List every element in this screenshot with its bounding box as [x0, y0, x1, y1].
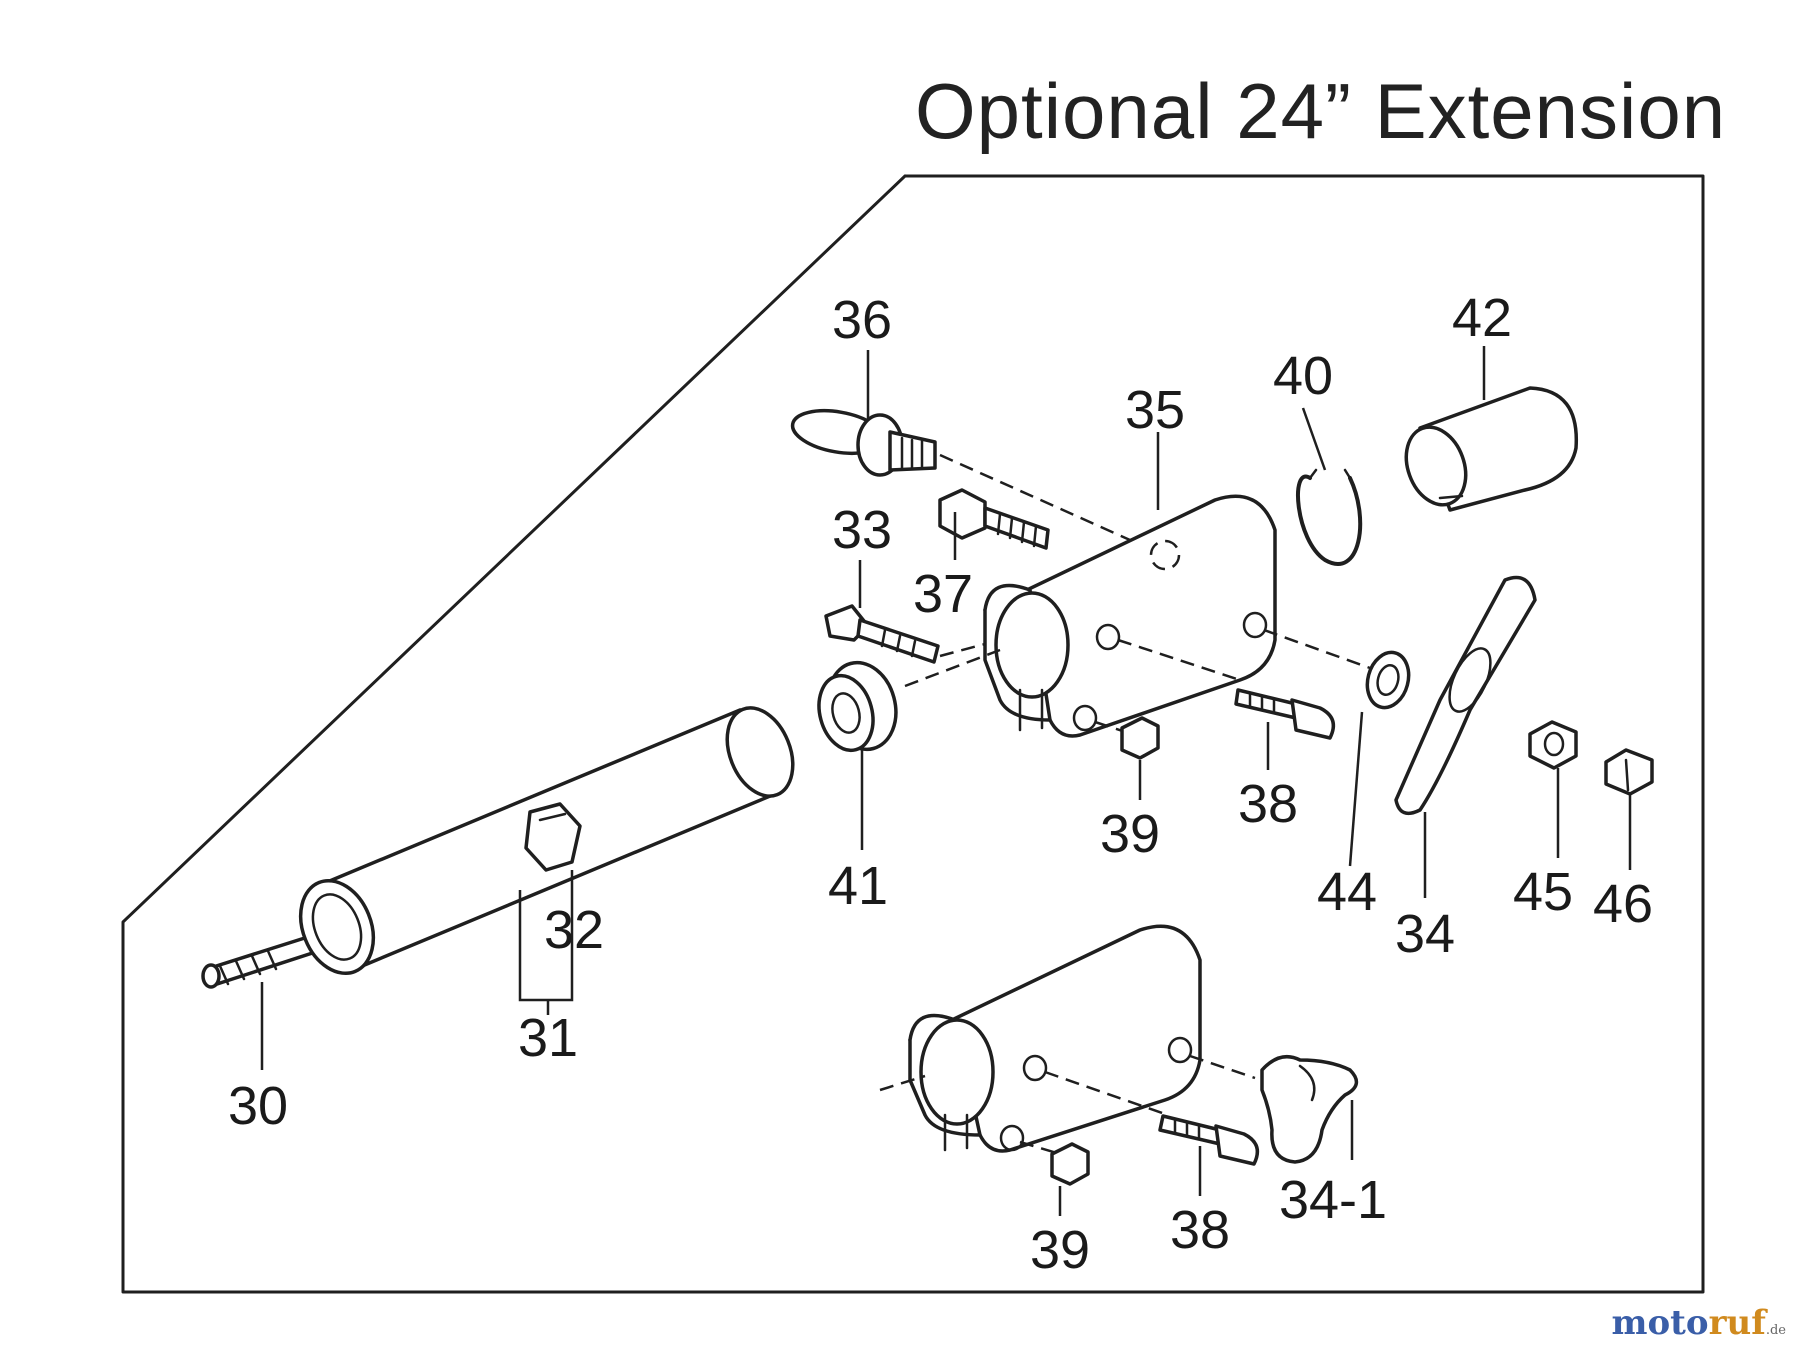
clamp-housing-alt — [879, 924, 1256, 1156]
thumb-screw-33 — [824, 604, 1001, 664]
washer-44 — [1365, 650, 1411, 710]
label-36: 36 — [832, 290, 892, 350]
wing-lever-34 — [1394, 575, 1537, 816]
nut-39-lower — [1050, 1142, 1090, 1186]
label-45: 45 — [1513, 862, 1573, 922]
diagram-frame — [121, 174, 1705, 1294]
leader-lines — [260, 346, 1632, 1216]
nut-39-upper — [1120, 716, 1160, 760]
label-42: 42 — [1452, 288, 1512, 348]
nut-45 — [1528, 720, 1578, 770]
watermark-brand-a: moto — [1611, 1303, 1709, 1343]
label-32: 32 — [544, 900, 604, 960]
screw-38-upper — [1234, 688, 1336, 740]
label-44: 44 — [1317, 862, 1377, 922]
label-39-lower: 39 — [1030, 1220, 1090, 1280]
label-38-lower: 38 — [1170, 1200, 1230, 1260]
label-35: 35 — [1125, 380, 1185, 440]
label-30: 30 — [228, 1076, 288, 1136]
clamp-housing-35 — [904, 494, 1371, 738]
star-knob-34-1 — [1260, 1054, 1359, 1164]
label-41: 41 — [828, 856, 888, 916]
label-31: 31 — [518, 1008, 578, 1068]
label-33: 33 — [832, 500, 892, 560]
label-40: 40 — [1273, 346, 1333, 406]
eye-bolt-36 — [790, 408, 1131, 542]
label-37: 37 — [913, 564, 973, 624]
label-38-upper: 38 — [1238, 774, 1298, 834]
cap-screw-37 — [938, 488, 1050, 550]
bearing-41 — [817, 660, 898, 753]
label-46: 46 — [1593, 874, 1653, 934]
label-34-1: 34-1 — [1279, 1170, 1387, 1230]
watermark-suffix: .de — [1765, 1323, 1786, 1338]
screw-38-lower — [1158, 1114, 1260, 1166]
watermark-brand-b: ruf — [1708, 1303, 1766, 1343]
label-39-upper: 39 — [1100, 804, 1160, 864]
lock-pin-32 — [524, 802, 582, 872]
watermark: motoruf.de — [1612, 1303, 1786, 1343]
diagram-title: Optional 24” Extension — [915, 67, 1727, 155]
circlip-40 — [1296, 468, 1363, 566]
cap-nut-46 — [1604, 748, 1654, 796]
label-34: 34 — [1395, 904, 1455, 964]
end-cap-42 — [1404, 386, 1579, 512]
